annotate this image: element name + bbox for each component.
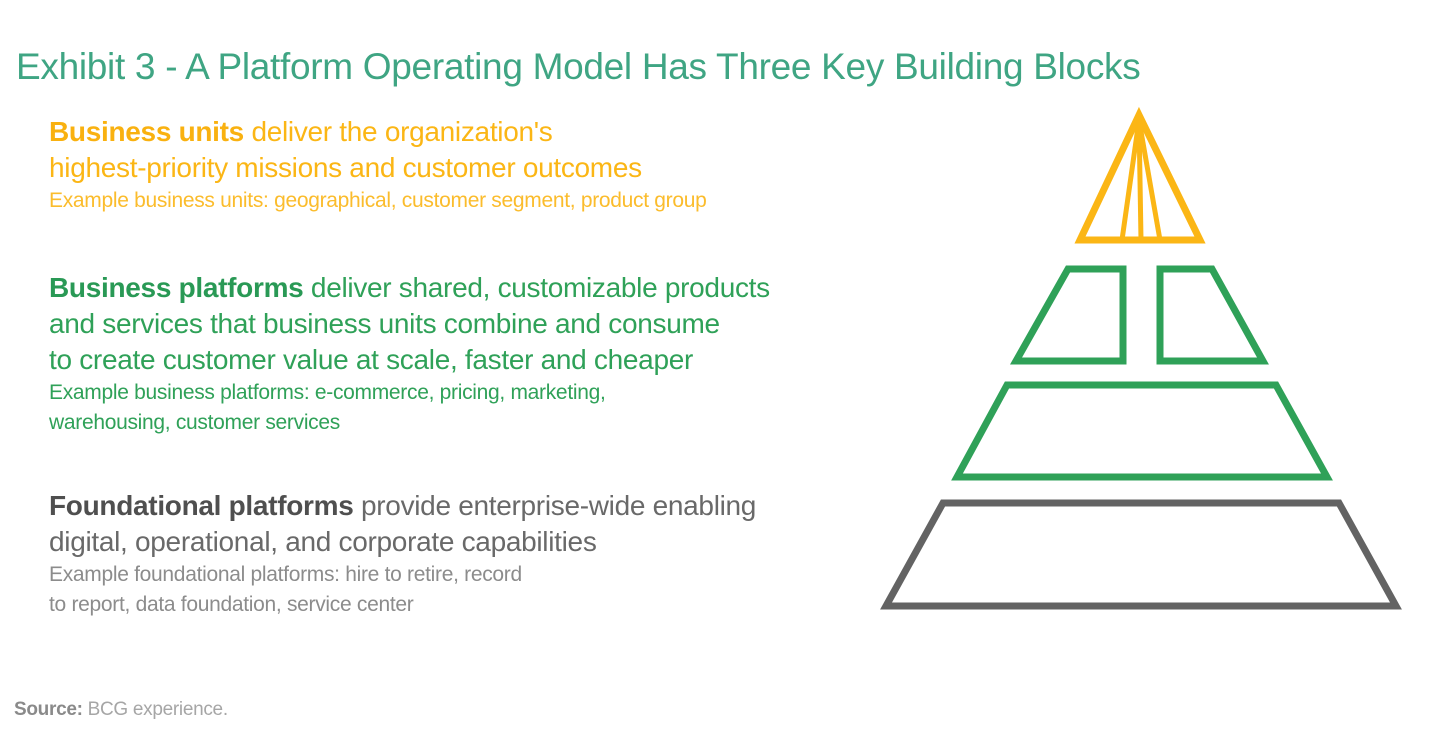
business-platforms-text-block: Business platforms deliver shared, custo… xyxy=(49,270,770,438)
business-units-example: Example business units: geographical, cu… xyxy=(49,189,707,212)
foundational-platforms-heading: Foundational platforms xyxy=(49,490,354,521)
triangle-ray-middle xyxy=(1136,119,1144,241)
business-platforms-example: Example business platforms: e-commerce, … xyxy=(49,381,606,434)
source-label: Source: xyxy=(14,699,83,720)
business-platforms-left-trapezoid xyxy=(1010,265,1127,365)
exhibit-title: Exhibit 3 - A Platform Operating Model H… xyxy=(16,45,1141,87)
business-units-body: deliver the organization's highest-prior… xyxy=(49,116,642,183)
triangle-ray-left xyxy=(1119,119,1142,241)
business-platforms-heading: Business platforms xyxy=(49,272,304,303)
foundational-platforms-text-block: Foundational platforms provide enterpris… xyxy=(49,488,756,620)
pyramid-diagram xyxy=(880,106,1402,610)
business-units-heading: Business units xyxy=(49,116,244,147)
source-line: Source: BCG experience. xyxy=(14,697,228,723)
pyramid-tier-business-platforms xyxy=(951,265,1333,481)
business-platforms-band xyxy=(951,381,1333,481)
business-platforms-body: deliver shared, customizable products an… xyxy=(49,272,770,375)
foundational-platforms-description: Foundational platforms provide enterpris… xyxy=(49,488,756,560)
foundational-platforms-band xyxy=(880,499,1402,610)
pyramid-tier-business-units xyxy=(1074,106,1206,244)
business-platforms-right-trapezoid xyxy=(1156,265,1269,365)
business-platforms-description: Business platforms deliver shared, custo… xyxy=(49,270,770,378)
triangle-ray-right xyxy=(1136,119,1163,241)
foundational-platforms-body: provide enterprise-wide enabling digital… xyxy=(49,490,757,557)
source-text: BCG experience. xyxy=(87,699,228,720)
pyramid-tier-foundational-platforms xyxy=(880,499,1402,610)
business-units-text-block: Business units deliver the organization'… xyxy=(49,114,707,216)
foundational-platforms-example: Example foundational platforms: hire to … xyxy=(49,563,522,616)
business-units-description: Business units deliver the organization'… xyxy=(49,114,707,186)
